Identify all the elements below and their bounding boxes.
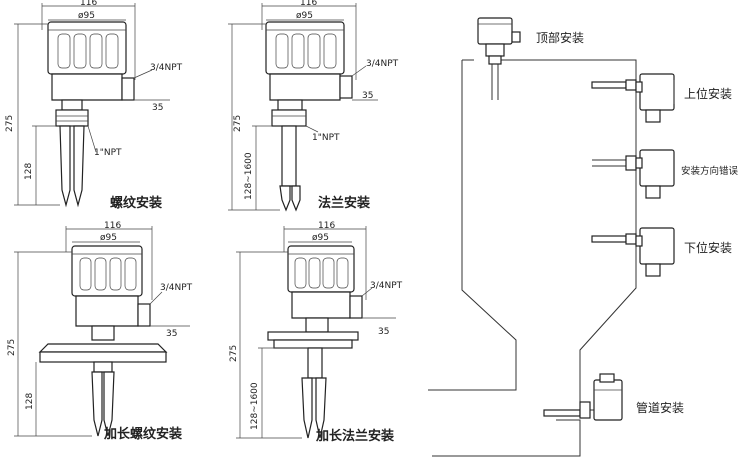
label-pipe-mount: 管道安装	[636, 400, 684, 415]
tank-diagram: 顶部安装 上位安装 安装方向错误 下位安装	[428, 17, 739, 457]
dim-conduit-1: 3/4NPT	[150, 63, 183, 73]
dim-diameter-3: ø95	[100, 233, 117, 243]
label-upper-mount: 上位安装	[684, 86, 732, 101]
lower-mount-switch	[591, 227, 675, 277]
tank-outline	[428, 59, 637, 457]
drawing-extended-flange-mount: 116 ø95 3/4NPT 35 275 128~1600 加长法兰安装	[229, 221, 403, 444]
dim-total-3: 275	[7, 339, 17, 356]
caption-extended-thread-mount: 加长螺纹安装	[103, 426, 182, 442]
dim-conduit-4: 3/4NPT	[370, 281, 403, 291]
caption-flange-mount: 法兰安装	[318, 195, 370, 211]
pipe-mount-switch	[543, 373, 623, 421]
dim-offset-2: 35	[362, 91, 373, 101]
drawing-thread-mount: 116 ø95 3/4NPT 35 1"NPT 275 128 螺纹安装	[5, 0, 183, 211]
dim-total-1: 275	[5, 115, 15, 132]
dim-diameter-4: ø95	[312, 233, 329, 243]
dim-probe-2: 128~1600	[244, 152, 254, 200]
dim-thread-1: 1"NPT	[94, 148, 122, 158]
caption-thread-mount: 螺纹安装	[110, 195, 162, 211]
top-mount-switch	[477, 17, 521, 100]
dim-offset-4: 35	[378, 327, 389, 337]
dim-width-2: 116	[300, 0, 317, 8]
dim-width-3: 116	[104, 221, 121, 231]
label-wrong-direction: 安装方向错误	[681, 165, 739, 177]
dim-conduit-3: 3/4NPT	[160, 283, 193, 293]
drawing-extended-thread-mount: 116 ø95 3/4NPT 35 275 128 加长螺纹安装	[7, 221, 193, 442]
dim-thread-2: 1"NPT	[312, 133, 340, 143]
dim-probe-4: 128~1600	[250, 382, 260, 430]
caption-extended-flange-mount: 加长法兰安装	[315, 428, 394, 444]
dim-probe-1: 128	[24, 163, 34, 180]
dim-width-4: 116	[318, 221, 335, 231]
dim-offset-3: 35	[166, 329, 177, 339]
label-lower-mount: 下位安装	[684, 240, 732, 255]
upper-mount-switch	[591, 73, 675, 123]
dim-width-1: 116	[80, 0, 97, 8]
dim-conduit-2: 3/4NPT	[366, 59, 399, 69]
dim-total-2: 275	[233, 115, 243, 132]
dim-diameter-1: ø95	[78, 11, 95, 21]
dim-diameter-2: ø95	[296, 11, 313, 21]
label-top-mount: 顶部安装	[536, 30, 584, 45]
wrong-direction-switch	[592, 149, 675, 199]
drawing-flange-mount: 116 ø95 3/4NPT 35 1"NPT 275 128~1600 法兰安…	[228, 0, 399, 212]
dim-total-4: 275	[229, 345, 239, 362]
dim-offset-1: 35	[152, 103, 163, 113]
dim-probe-3: 128	[25, 393, 35, 410]
